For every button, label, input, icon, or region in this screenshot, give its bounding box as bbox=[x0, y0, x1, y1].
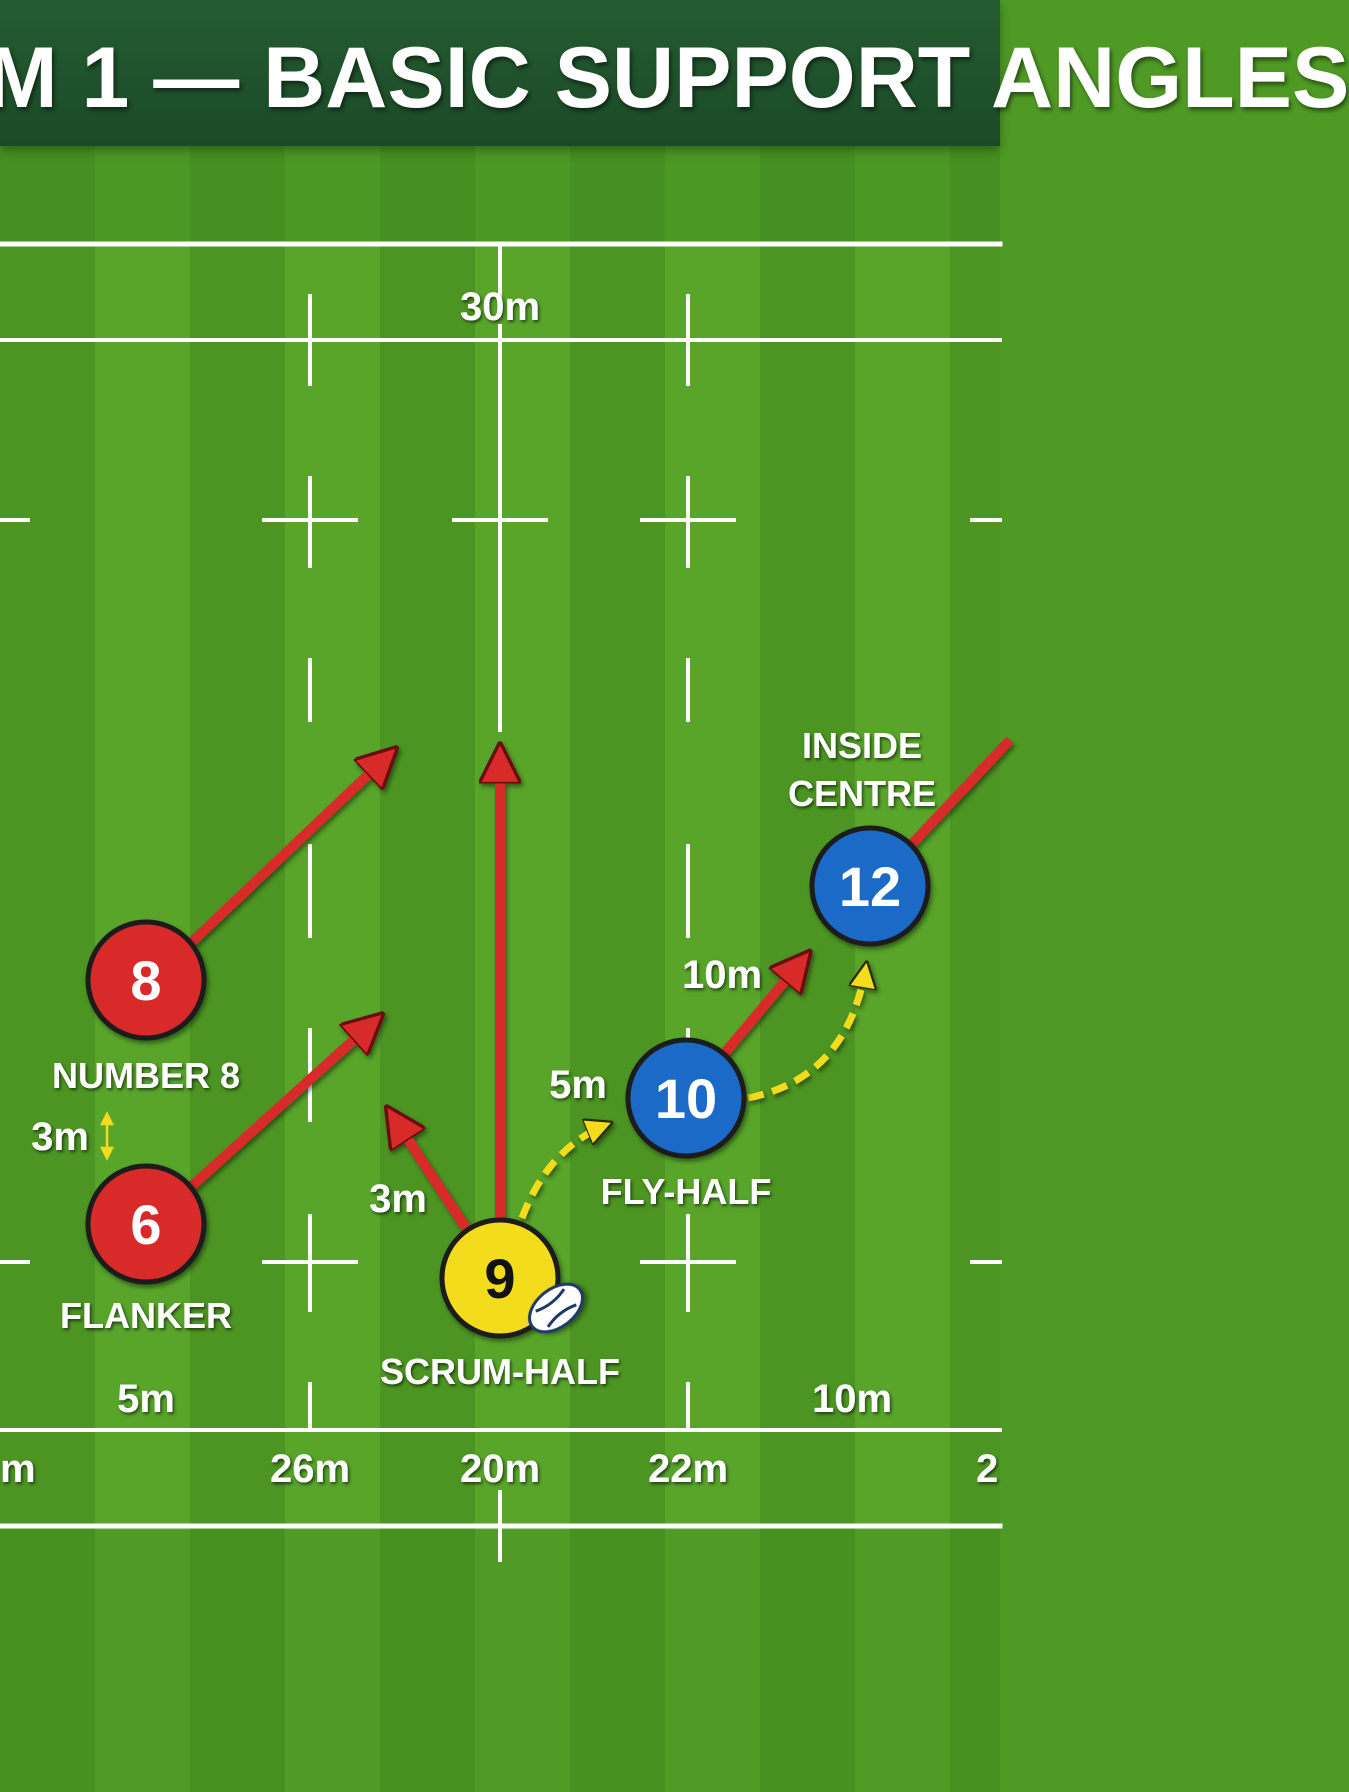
label-scrum-half: SCRUM-HALF bbox=[380, 1351, 620, 1392]
distance-label-left-inner: 5m bbox=[117, 1377, 175, 1421]
label-flanker: FLANKER bbox=[60, 1295, 232, 1336]
player-number-8: 8 bbox=[85, 919, 207, 1041]
diagram-title: M 1 — BASIC SUPPORT ANGLES bbox=[0, 30, 1349, 126]
fly-half-run-arrow bbox=[720, 956, 806, 1058]
player-number-8-number: 8 bbox=[130, 949, 161, 1012]
distance-label-bottom-3: 22m bbox=[648, 1447, 728, 1491]
player-fly-half-number: 10 bbox=[655, 1067, 717, 1130]
distance-label-top: 30m bbox=[460, 285, 540, 329]
scrum-half-left-arrow bbox=[390, 1112, 471, 1231]
distance-label-bottom-0: m bbox=[0, 1447, 36, 1491]
flanker-run-arrow bbox=[188, 1018, 378, 1190]
player-scrum-half-number: 9 bbox=[484, 1247, 515, 1310]
label-fly-half: FLY-HALF bbox=[601, 1171, 772, 1212]
distance-label-bottom-1: 26m bbox=[270, 1447, 350, 1491]
label-inside-centre-line1: INSIDE bbox=[802, 725, 922, 766]
field-lines bbox=[0, 241, 1003, 1562]
rugby-pitch: 8 6 9 10 12 NUMBER 8 FLANKER SCRUM-HALF bbox=[0, 0, 1014, 1792]
number-8-run-arrow bbox=[188, 752, 392, 946]
distance-label-right-inner: 10m bbox=[812, 1377, 892, 1421]
title-bar: M 1 — BASIC SUPPORT ANGLES bbox=[0, 0, 1349, 146]
pass-arrow-10-to-12 bbox=[747, 966, 866, 1102]
label-number-8: NUMBER 8 bbox=[52, 1055, 240, 1096]
label-inside-centre-line2: CENTRE bbox=[788, 773, 936, 814]
player-inside-centre-number: 12 bbox=[839, 855, 901, 918]
inside-centre-run-arrow bbox=[908, 736, 1014, 848]
distance-label-flanker-gap: 3m bbox=[31, 1115, 89, 1159]
distance-label-pass-to-fly-half: 5m bbox=[549, 1063, 607, 1107]
player-flanker-number: 6 bbox=[130, 1193, 161, 1256]
rugby-ball-icon bbox=[528, 1282, 584, 1334]
pass-arrows bbox=[518, 966, 866, 1220]
distance-label-fly-half-to-centre: 10m bbox=[682, 953, 762, 997]
distance-label-bottom-2: 20m bbox=[460, 1447, 540, 1491]
player-inside-centre: 12 bbox=[809, 825, 931, 947]
player-fly-half: 10 bbox=[625, 1037, 747, 1159]
double-arrow-icon bbox=[99, 1111, 115, 1161]
player-flanker: 6 bbox=[85, 1163, 207, 1285]
distance-label-bottom-4: 2 bbox=[976, 1447, 998, 1491]
player-scrum-half: 9 bbox=[439, 1217, 561, 1339]
support-run-arrows bbox=[188, 736, 1014, 1231]
distance-label-scrum-half-gap: 3m bbox=[369, 1177, 427, 1221]
